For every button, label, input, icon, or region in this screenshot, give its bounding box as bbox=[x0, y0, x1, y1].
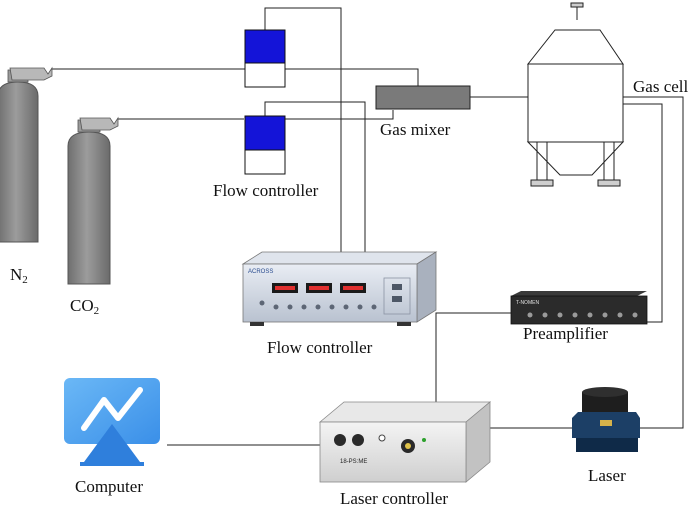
n2-label: N2 bbox=[10, 266, 28, 286]
preamp-to-laser-controller-line bbox=[435, 312, 511, 402]
computer-icon bbox=[64, 378, 160, 466]
laser-device bbox=[572, 387, 640, 452]
connection-lines bbox=[52, 7, 684, 446]
n2-cylinder bbox=[0, 66, 53, 243]
co2-cylinder bbox=[67, 116, 119, 285]
flow-controller-upper-label: Flow controller bbox=[213, 181, 319, 200]
gas-mixer-block bbox=[375, 85, 471, 110]
lower-valve-control-wire bbox=[264, 101, 366, 252]
flow-controller-unit: ACROSS bbox=[241, 251, 438, 326]
flow-unit-knobs bbox=[259, 300, 377, 310]
laser-label: Laser bbox=[588, 466, 626, 485]
laser-ctrl-connector-1 bbox=[334, 434, 346, 446]
co2-label-subscript: 2 bbox=[93, 305, 100, 317]
lower-flow-valve bbox=[244, 115, 286, 175]
preamplifier-label: Preamplifier bbox=[523, 324, 608, 343]
laser-controller-label: Laser controller bbox=[340, 489, 449, 508]
flow-controller-lower-label: Flow controller bbox=[267, 338, 373, 357]
gas-cell-to-laser-line bbox=[623, 96, 684, 429]
gas-cell-vessel bbox=[526, 2, 625, 187]
preamplifier-unit: T-NOMEN bbox=[510, 291, 648, 325]
laser-controller-unit: 18-PS:ME bbox=[318, 401, 492, 483]
preamp-brand: T-NOMEN bbox=[516, 300, 539, 306]
computer-label: Computer bbox=[75, 477, 143, 496]
co2-label: CO2 bbox=[70, 297, 99, 317]
laser-ctrl-connector-2 bbox=[352, 434, 364, 446]
upper-flow-valve bbox=[244, 29, 286, 88]
preamp-knobs bbox=[527, 312, 638, 318]
flow-unit-brand: ACROSS bbox=[248, 269, 273, 275]
upper-valve-to-mixer-line bbox=[285, 68, 419, 88]
n2-label-subscript: 2 bbox=[22, 274, 28, 286]
gas-cell-to-preamp-line bbox=[610, 103, 663, 323]
lower-valve-to-mixer-line bbox=[285, 110, 394, 120]
upper-valve-control-wire bbox=[264, 7, 342, 252]
gas-cell-label: Gas cell bbox=[633, 77, 689, 96]
gas-mixer-label: Gas mixer bbox=[380, 120, 451, 139]
laser-ctrl-model: 18-PS:ME bbox=[340, 459, 367, 465]
co2-label-main: CO bbox=[70, 296, 94, 315]
n2-label-main: N bbox=[10, 265, 23, 284]
